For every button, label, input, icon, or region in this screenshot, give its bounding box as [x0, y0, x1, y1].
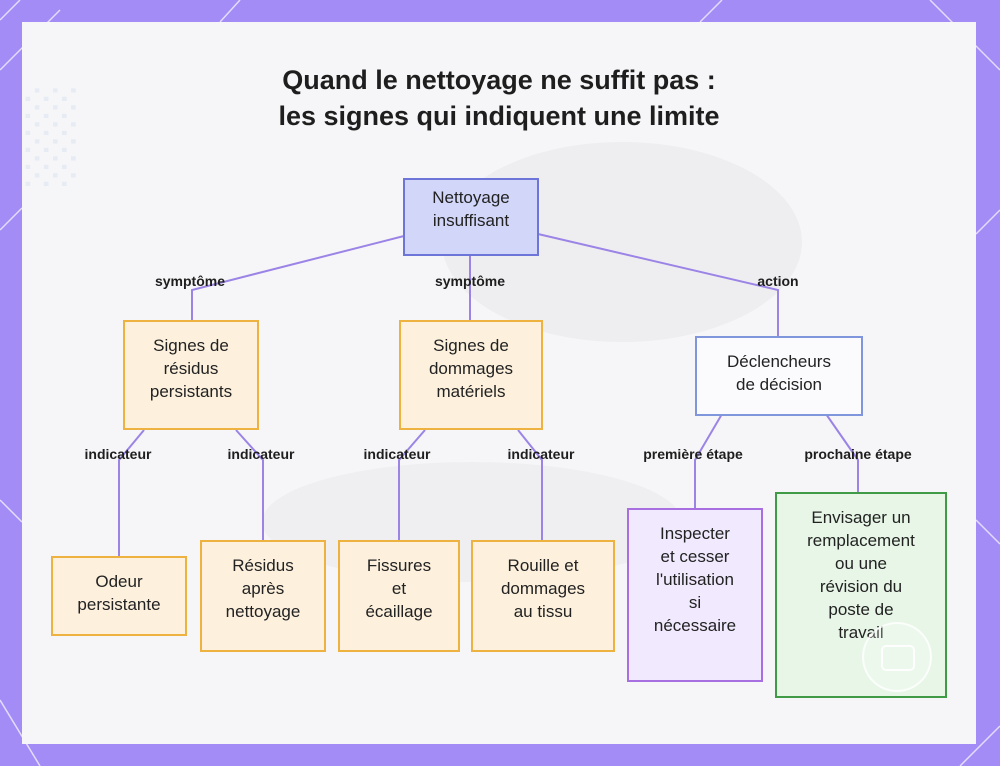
edge-label-prochaine-etape: prochaine étape [804, 446, 911, 462]
node-label: Rouille et dommages au tissu [501, 554, 585, 623]
node-inspecter-cesser: Inspecter et cesser l'utilisation si néc… [627, 508, 763, 682]
edge-label-indicateur-4: indicateur [508, 446, 575, 462]
node-declencheurs-decision: Déclencheurs de décision [695, 336, 863, 416]
node-odeur-persistante: Odeur persistante [51, 556, 187, 636]
node-fissures-ecaillage: Fissures et écaillage [338, 540, 460, 652]
diagram-canvas: ░ Quand le nettoyage ne suffit pas : les… [22, 22, 976, 744]
node-residus-apres-nettoyage: Résidus après nettoyage [200, 540, 326, 652]
edge-label-action: action [757, 273, 798, 289]
node-signes-dommages: Signes de dommages matériels [399, 320, 543, 430]
node-label: Odeur persistante [77, 570, 160, 616]
edge-label-indicateur-1: indicateur [85, 446, 152, 462]
node-label: Fissures et écaillage [365, 554, 432, 623]
node-label: Déclencheurs de décision [727, 350, 831, 396]
node-label: Signes de dommages matériels [429, 334, 513, 403]
node-signes-residus: Signes de résidus persistants [123, 320, 259, 430]
node-rouille-dommages-tissu: Rouille et dommages au tissu [471, 540, 615, 652]
node-label: Résidus après nettoyage [226, 554, 301, 623]
edge-label-indicateur-2: indicateur [228, 446, 295, 462]
watermark-badge-icon [862, 622, 932, 692]
node-label: Signes de résidus persistants [150, 334, 232, 403]
edge-label-indicateur-3: indicateur [364, 446, 431, 462]
edge-label-symptome-2: symptôme [435, 273, 505, 289]
node-nettoyage-insuffisant: Nettoyage insuffisant [403, 178, 539, 256]
edge-label-premiere-etape: première étape [643, 446, 743, 462]
node-label: Inspecter et cesser l'utilisation si néc… [654, 522, 736, 637]
edge-root-declencheurs [538, 234, 778, 336]
edge-label-symptome-1: symptôme [155, 273, 225, 289]
node-label: Nettoyage insuffisant [432, 186, 510, 232]
badge-glyph-icon [881, 645, 915, 671]
